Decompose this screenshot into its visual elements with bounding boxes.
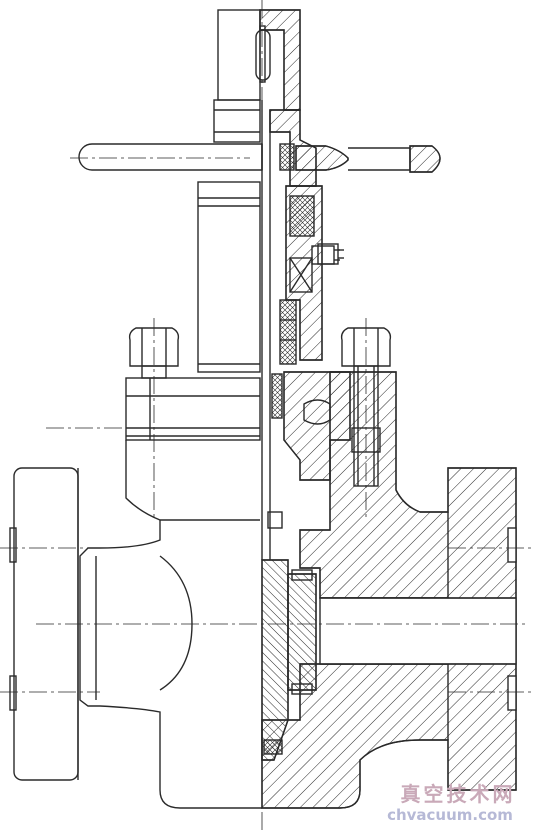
stem (261, 100, 283, 560)
yoke-tube (197, 181, 261, 373)
watermark-url: chvacuum.com (387, 806, 513, 824)
hub-nut (213, 99, 261, 143)
stem-packing (279, 299, 297, 365)
seat-ring (287, 569, 317, 695)
handwheel-spoke-right (295, 145, 441, 173)
bleeder-fitting (317, 243, 344, 265)
valve-body-exterior-left (79, 520, 262, 809)
stem-sleeve-section (259, 9, 301, 111)
bonnet-flange-exterior (125, 377, 261, 521)
gate (261, 511, 289, 761)
handwheel-spoke-left (78, 143, 263, 171)
stud-nut-left (128, 327, 180, 379)
flow-bore (319, 597, 517, 665)
watermark-chinese: 真空技术网 (400, 782, 516, 806)
